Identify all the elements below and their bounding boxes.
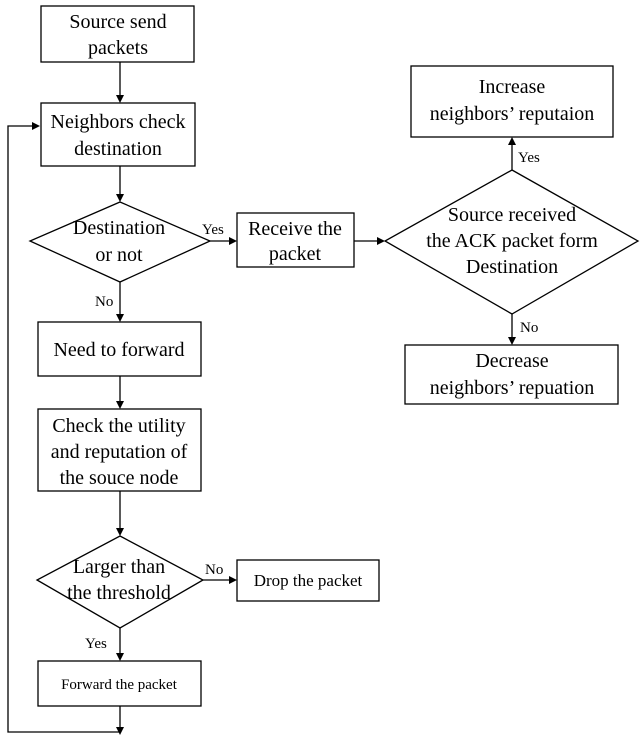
arrowhead xyxy=(116,401,124,409)
label-destination-no: No xyxy=(95,294,113,310)
edge-labels: Yes No Yes No No Yes xyxy=(85,150,540,652)
node-text: neighbors’ repuation xyxy=(430,377,595,399)
node-text: Decrease xyxy=(475,350,548,372)
node-increase-reputation: Increase neighbors’ reputaion xyxy=(410,65,614,138)
edge-loop-back xyxy=(7,125,120,733)
node-decrease-reputation: Decrease neighbors’ repuation xyxy=(404,344,619,405)
connectors xyxy=(7,62,516,735)
arrowhead xyxy=(116,95,124,103)
node-need-forward: Need to forward xyxy=(37,321,202,377)
arrowhead xyxy=(116,528,124,536)
node-text: Drop the packet xyxy=(254,571,363,590)
arrowhead xyxy=(116,194,124,202)
node-text: Destination xyxy=(73,217,165,239)
node-text: Forward the packet xyxy=(61,677,178,693)
node-forward-packet: Forward the packet xyxy=(37,660,202,707)
arrowhead xyxy=(508,337,516,345)
arrowhead xyxy=(116,314,124,322)
arrowhead xyxy=(229,237,237,245)
label-ack-yes: Yes xyxy=(518,150,540,166)
node-text: Need to forward xyxy=(53,339,184,361)
node-text: packet xyxy=(269,243,322,265)
label-ack-no: No xyxy=(520,320,538,336)
node-text: the souce node xyxy=(60,467,179,489)
node-neighbors-check: Neighbors check destination xyxy=(40,102,196,167)
node-text: destination xyxy=(74,138,162,160)
decision-source-received: Source received the ACK packet form Dest… xyxy=(383,169,640,315)
node-text: Larger than xyxy=(73,556,165,578)
node-text: Check the utility xyxy=(52,415,185,437)
arrowhead xyxy=(508,137,516,145)
node-text: and reputation of xyxy=(51,441,188,463)
node-drop-packet: Drop the packet xyxy=(236,559,380,602)
label-threshold-no: No xyxy=(205,562,223,578)
decision-destination: Destination or not xyxy=(28,201,212,283)
node-text: Destination xyxy=(466,256,558,278)
decision-threshold: Larger than the threshold xyxy=(35,535,205,629)
node-source-send: Source send packets xyxy=(40,5,195,63)
label-destination-yes: Yes xyxy=(202,222,224,238)
node-text: neighbors’ reputaion xyxy=(430,103,595,125)
node-text: the threshold xyxy=(67,582,171,604)
node-check-utility: Check the utility and reputation of the … xyxy=(37,408,202,492)
arrowhead xyxy=(229,576,237,584)
label-threshold-yes: Yes xyxy=(85,636,107,652)
node-receive-packet: Receive the packet xyxy=(236,212,355,268)
node-text: Neighbors check xyxy=(51,111,186,133)
arrowhead xyxy=(116,727,124,735)
arrowhead xyxy=(32,122,40,130)
node-text: the ACK packet form xyxy=(426,230,598,252)
node-text: or not xyxy=(95,244,143,266)
node-text: Increase xyxy=(479,76,546,98)
arrowhead xyxy=(377,237,385,245)
node-text: Receive the xyxy=(248,218,342,240)
node-text: Source received xyxy=(448,204,576,226)
node-text: Source send xyxy=(69,11,166,33)
node-text: packets xyxy=(88,37,148,59)
arrowhead xyxy=(116,653,124,661)
